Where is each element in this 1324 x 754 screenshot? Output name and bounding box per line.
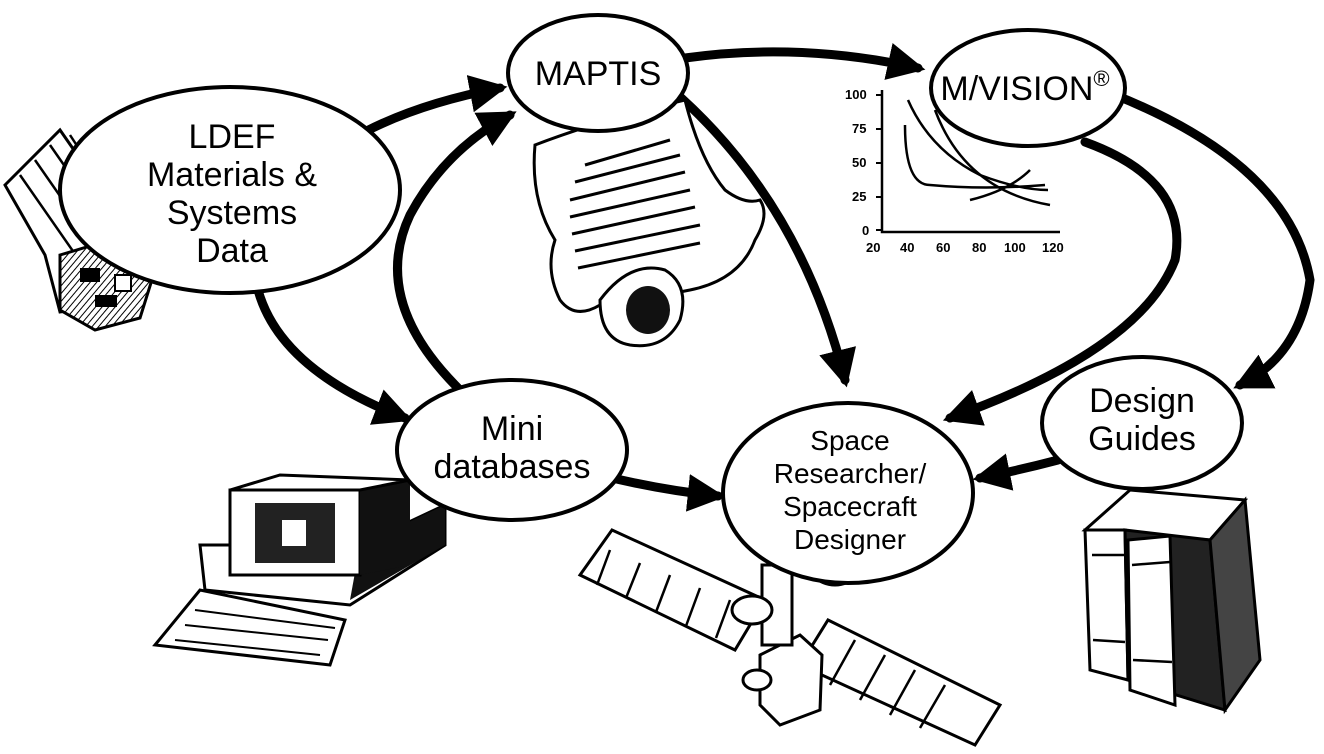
ldef-line-2: Materials & (147, 156, 317, 194)
computer-icon (152, 473, 447, 667)
arrow-maptis-to-mvision (680, 43, 926, 80)
arrow-guides-to-designer (972, 453, 1063, 491)
guides-line-1: Design (1089, 382, 1195, 420)
node-maptis: MAPTIS (506, 13, 690, 133)
arrow-mvision-to-designer (942, 137, 1182, 426)
ldef-line-1: LDEF (189, 118, 276, 156)
node-design-guides: Design Guides (1040, 355, 1244, 491)
designer-line-4: Designer (794, 524, 906, 555)
x-tick: 20 (866, 240, 880, 255)
x-tick: 60 (936, 240, 950, 255)
ldef-line-4: Data (196, 232, 268, 270)
arrow-mini-to-maptis (393, 110, 517, 393)
node-mvision: M/VISION® (929, 28, 1127, 148)
designer-line-2: Researcher/ (774, 458, 927, 489)
x-tick: 80 (972, 240, 986, 255)
mini-line-2: databases (434, 448, 591, 486)
arrow-maptis-to-designer (665, 83, 856, 388)
x-tick: 120 (1042, 240, 1064, 255)
arrow-mvision-to-guides (1110, 90, 1315, 390)
ldef-line-3: Systems (167, 194, 297, 232)
y-tick: 100 (845, 87, 867, 102)
x-tick: 100 (1004, 240, 1026, 255)
x-tick: 40 (900, 240, 914, 255)
satellite-icon (577, 523, 1003, 747)
node-designer: Space Researcher/ Spacecraft Designer (721, 401, 975, 585)
maptis-label: MAPTIS (535, 55, 662, 93)
y-tick: 50 (852, 155, 866, 170)
designer-line-1: Space (810, 425, 889, 456)
node-ldef: LDEF Materials & Systems Data (58, 85, 402, 295)
books-icon (1081, 488, 1262, 715)
document-scroll-icon (532, 98, 766, 348)
mvision-name: M/VISION (940, 70, 1093, 108)
registered-mark: ® (1093, 66, 1109, 91)
inset-chart: 100 75 50 25 0 20 40 60 80 100 120 (845, 87, 1064, 255)
y-tick: 75 (852, 121, 866, 136)
mvision-label: M/VISION® (940, 66, 1109, 108)
designer-line-3: Spacecraft (783, 491, 917, 522)
y-tick: 0 (862, 223, 869, 238)
arrow-ldef-to-mini (253, 285, 413, 425)
y-tick: 25 (852, 189, 866, 204)
mini-line-1: Mini (481, 410, 543, 448)
node-mini-databases: Mini databases (395, 378, 629, 522)
guides-line-2: Guides (1088, 420, 1196, 458)
